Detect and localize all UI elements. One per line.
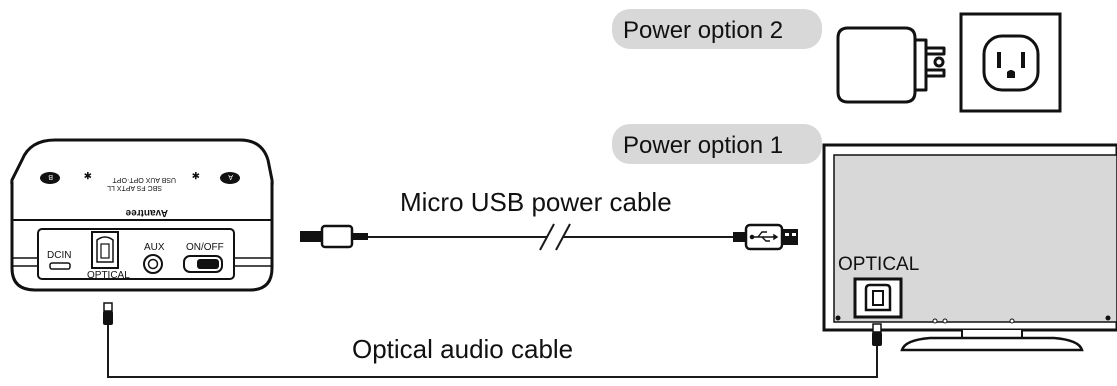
power-option-2-text: Power option 2 [623,17,783,44]
usb-a-metal-tip [782,229,798,245]
optical-plug-left [103,311,113,325]
device-optical-port [91,231,119,269]
usb-cable-label: Micro USB power cable [400,187,672,217]
micro-usb-tip [300,231,322,242]
bluetooth-right-icon: ✱ [192,169,200,180]
button-b: B [40,172,60,184]
tv-optical-label: OPTICAL [838,254,919,275]
transmitter-device: B A USB AUX OPT·OPT SBC FS APTX LL Avant… [10,138,274,292]
bluetooth-left-icon: ✱ [84,169,92,180]
optical-cable-label: Optical audio cable [352,334,573,364]
svg-text:B: B [48,173,53,180]
power-option-2-pill [612,9,822,49]
tv-icon: OPTICAL [822,143,1117,352]
power-option-2-label: Power option 2 [612,9,822,49]
device-brand-text: Avantree [125,207,168,218]
dcin-label: DCIN [47,250,71,261]
optical-plug-right [872,332,882,346]
usb-cable [300,223,798,251]
power-option-1-label: Power option 1 [612,124,822,164]
usb-symbol-icon [749,231,779,242]
button-a: A [220,172,240,184]
aux-label: AUX [144,242,165,253]
tv-dot-left [835,315,841,321]
wall-adapter-icon [836,26,946,104]
wall-outlet-icon [959,12,1062,113]
tv-optical-port [853,277,903,319]
dcin-port [49,262,71,270]
device-top-text-2: SBC FS APTX LL [107,184,162,191]
tv-stand [900,336,1084,352]
optical-cable [103,302,882,378]
power-option-1-text: Power option 1 [623,132,783,159]
power-switch [183,255,223,273]
svg-text:A: A [228,173,233,180]
power-switch-label: ON/OFF [186,242,224,253]
power-option-1-pill [612,124,822,164]
device-top-text: USB AUX OPT·OPT [112,176,176,183]
device-optical-label: OPTICAL [87,270,130,281]
micro-usb-plug-body [320,224,354,249]
tv-dot-right [1105,315,1111,321]
